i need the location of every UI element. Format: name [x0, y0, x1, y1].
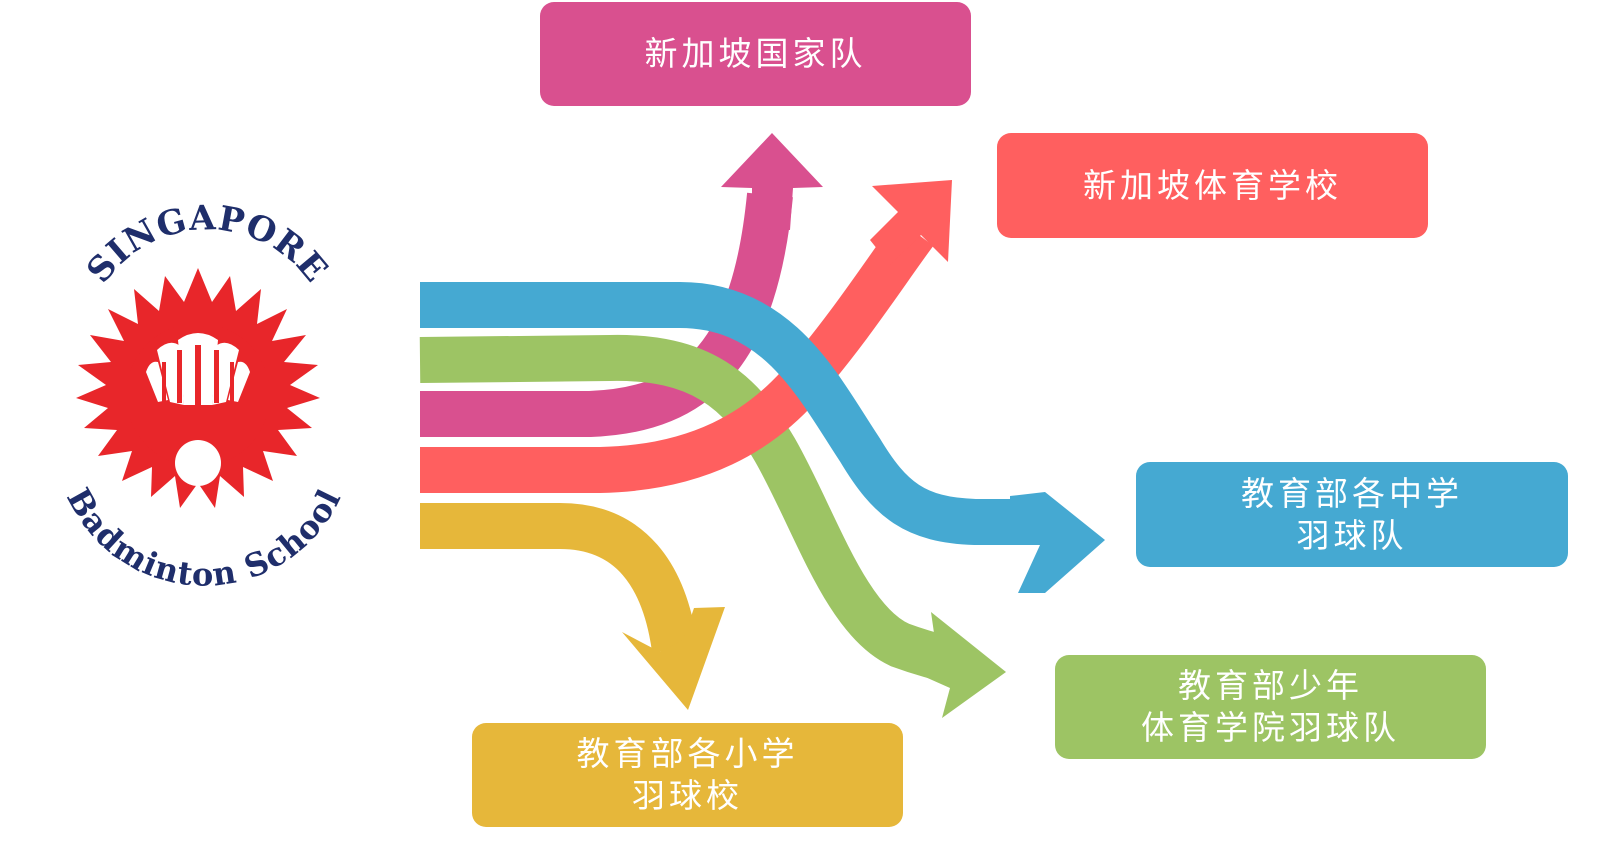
box-sports-school: 新加坡体育学校 [997, 133, 1428, 238]
box-moe-secondary-line-2: 羽球队 [1296, 515, 1408, 555]
box-moe-primary: 教育部各小学 羽球校 [472, 723, 903, 827]
box-moe-primary-line-2: 羽球校 [632, 776, 743, 815]
logo-top-text: SINGAPORE [79, 198, 336, 290]
arrow-to-secondary [420, 282, 1045, 545]
box-moe-secondary-line-1: 教育部各中学 [1241, 473, 1463, 513]
box-national-team-line-1: 新加坡国家队 [644, 34, 867, 73]
box-national-team: 新加坡国家队 [540, 2, 971, 106]
arrowhead-sports-academy [914, 612, 1006, 718]
arrowhead-secondary [1010, 492, 1105, 593]
box-moe-sports-academy-line-1: 教育部少年 [1178, 666, 1363, 705]
school-logo: SINGAPORE Badminton School [59, 198, 349, 594]
box-moe-sports-academy-line-2: 体育学院羽球队 [1141, 708, 1400, 747]
logo-bottom-text: Badminton School [59, 482, 349, 594]
box-sports-school-line-1: 新加坡体育学校 [1083, 165, 1342, 205]
arrowhead-primary [622, 607, 725, 710]
box-moe-primary-line-1: 教育部各小学 [576, 734, 799, 773]
box-moe-secondary: 教育部各中学 羽球队 [1136, 462, 1568, 567]
arrow-to-primary [420, 503, 698, 654]
arrowhead-sports-school [870, 180, 952, 265]
arrow-to-sports-academy [419, 334, 965, 685]
box-moe-sports-academy: 教育部少年 体育学院羽球队 [1055, 655, 1486, 759]
arrowhead-national-team [721, 133, 823, 230]
